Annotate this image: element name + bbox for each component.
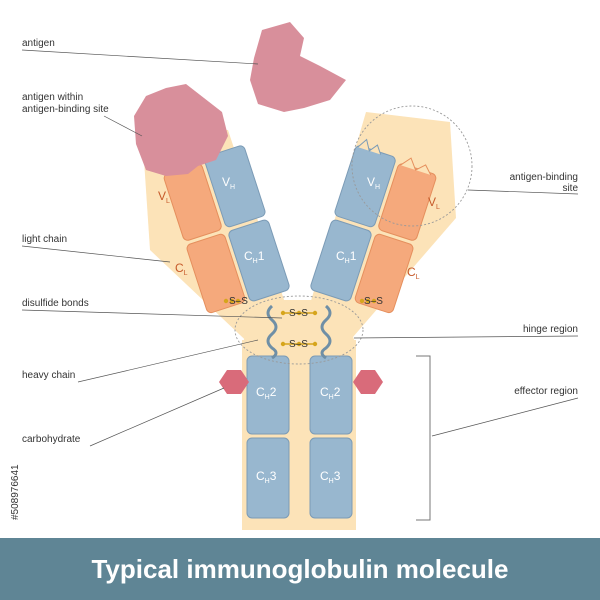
left-cl-label: CL	[175, 261, 188, 277]
right-ch1-label: CH1	[336, 249, 357, 265]
left-cl-domain	[186, 233, 246, 314]
label-light-chain: light chain	[22, 234, 67, 245]
right-cl-domain	[354, 233, 414, 314]
right-vl-label: VL	[428, 195, 440, 211]
right-ch2-label: CH2	[320, 385, 341, 401]
page-title: Typical immunoglobulin molecule	[91, 553, 509, 584]
leader-antigen	[21, 49, 259, 65]
label-carbohydrate: carbohydrate	[22, 434, 81, 445]
right-ch2-domain	[309, 355, 353, 435]
right-vh-label: VH	[367, 175, 380, 191]
hinge-region-ellipse	[234, 295, 364, 365]
leader-antigen-within	[103, 115, 143, 137]
label-heavy-chain: heavy chain	[22, 370, 75, 381]
bond-text-left: S–S	[229, 296, 248, 307]
vl-binding-notch	[400, 157, 432, 176]
bond-text-hinge-lower: S–S	[289, 339, 308, 350]
bond-text-right: S–S	[364, 296, 383, 307]
label-effector-region: effector region	[514, 386, 578, 397]
effector-bracket	[416, 355, 431, 521]
right-hinge-chain	[320, 304, 332, 360]
right-arm-domains	[310, 138, 437, 314]
leader-light-chain	[21, 245, 171, 263]
leader-hinge	[353, 335, 579, 339]
left-ch2-domain	[246, 355, 290, 435]
leader-binding-site	[467, 189, 579, 195]
left-vh-domain	[204, 145, 266, 228]
left-ch3-label: CH3	[256, 469, 277, 485]
left-ch1-domain	[228, 219, 290, 302]
binding-site-circle	[351, 105, 473, 227]
left-ch2-label: CH2	[256, 385, 277, 401]
bond-text-hinge-upper: S–S	[289, 308, 308, 319]
carbohydrate-left	[219, 370, 249, 394]
left-vh-label: VH	[222, 175, 235, 191]
left-arm-domains	[163, 145, 290, 314]
leader-carbohydrate	[89, 387, 225, 447]
left-ch1-label: CH1	[244, 249, 265, 265]
right-ch3-label: CH3	[320, 469, 341, 485]
carbohydrate-right	[353, 370, 383, 394]
label-antigen-binding-1: antigen-binding	[510, 172, 578, 183]
right-cl-label: CL	[407, 265, 420, 281]
leader-heavy-chain	[77, 339, 259, 383]
bound-antigen	[134, 84, 228, 176]
label-disulfide-bonds: disulfide bonds	[22, 298, 89, 309]
leader-effector	[431, 397, 579, 437]
leader-disulfide	[21, 309, 283, 319]
right-ch3-domain	[309, 437, 353, 519]
label-antigen: antigen	[22, 38, 55, 49]
label-antigen-binding-2: site	[562, 183, 578, 194]
title-bar: Typical immunoglobulin molecule	[0, 538, 600, 600]
label-antigen-within-1: antigen within	[22, 92, 83, 103]
stock-id: #508976641	[10, 464, 21, 520]
vh-binding-notch	[357, 138, 382, 155]
free-antigen	[250, 22, 346, 112]
right-ch1-domain	[310, 219, 372, 302]
left-hinge-chain	[266, 304, 278, 360]
label-hinge-region: hinge region	[523, 324, 578, 335]
left-vl-label: VL	[158, 189, 170, 205]
label-antigen-within-2: antigen-binding site	[22, 104, 109, 115]
left-ch3-domain	[246, 437, 290, 519]
domain-labels: VL CL VH CH1 VH CH1 VL CL CH2 CH2 CH3 CH…	[158, 175, 440, 485]
immunoglobulin-diagram: S–S S–S S–S S–S VL CL VH CH1 VH CH1 VL C…	[10, 22, 579, 530]
